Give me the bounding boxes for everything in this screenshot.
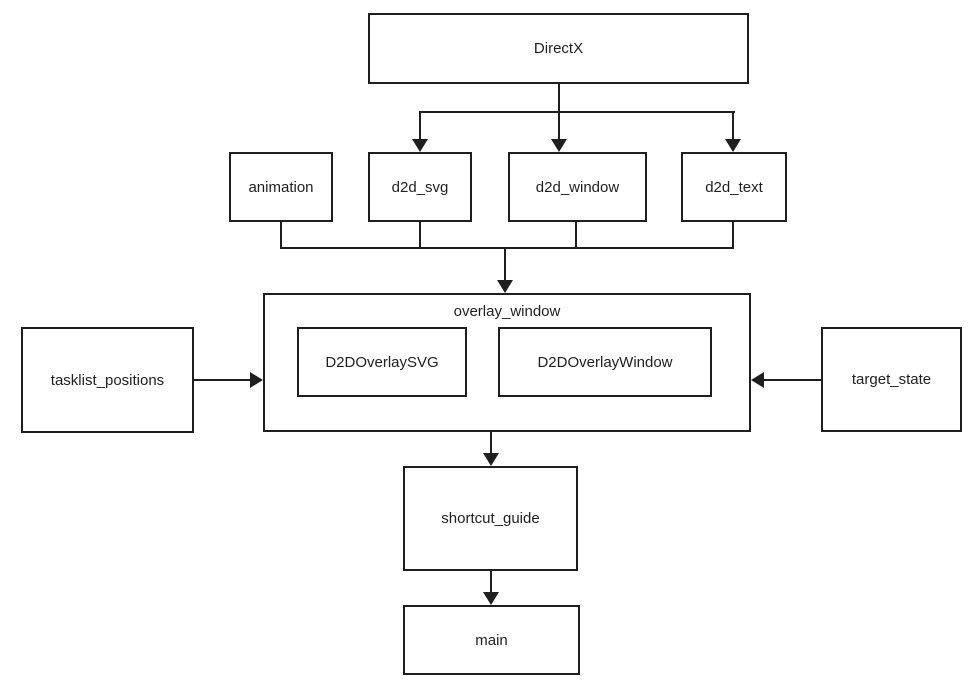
node-tasklist-positions-label: tasklist_positions <box>50 371 165 389</box>
node-d2d-window-label: d2d_window <box>535 178 620 196</box>
node-animation-label: animation <box>248 178 314 196</box>
node-tasklist-positions: tasklist_positions <box>21 327 194 433</box>
edge-directx-branch-line <box>419 111 735 113</box>
node-shortcut-guide: shortcut_guide <box>403 466 578 571</box>
arrowhead-to-main <box>483 592 499 605</box>
arrowhead-to-d2d-svg <box>412 139 428 152</box>
edge-d2dtext-drop-line <box>732 222 734 249</box>
edge-animation-drop-line <box>280 222 282 249</box>
node-d2d-overlay-window-label: D2DOverlayWindow <box>537 353 673 371</box>
arrowhead-to-shortcut-guide <box>483 453 499 466</box>
node-d2d-window: d2d_window <box>508 152 647 222</box>
edge-overlay-shortcut-line <box>490 432 492 454</box>
arrowhead-tasklist-to-overlay <box>250 372 263 388</box>
edge-d2dsvg-drop-line <box>419 222 421 249</box>
node-main: main <box>403 605 580 675</box>
node-d2d-svg: d2d_svg <box>368 152 472 222</box>
edge-target-overlay-line <box>763 379 821 381</box>
arrowhead-to-d2d-text <box>725 139 741 152</box>
edge-directx-drop-line <box>558 84 560 112</box>
node-target-state-label: target_state <box>851 371 932 388</box>
node-d2d-overlay-svg-label: D2DOverlaySVG <box>325 353 439 371</box>
arrowhead-to-d2d-window <box>551 139 567 152</box>
group-overlay-window: overlay_window D2DOverlaySVG D2DOverlayW… <box>263 293 751 432</box>
node-d2d-svg-label: d2d_svg <box>391 178 449 196</box>
group-overlay-window-label: overlay_window <box>453 303 561 320</box>
edge-bus-line <box>280 247 734 249</box>
node-target-state: target_state <box>821 327 962 432</box>
node-directx: DirectX <box>368 13 749 84</box>
edge-directx-d2dwindow-line <box>558 111 560 141</box>
node-d2d-overlay-window: D2DOverlayWindow <box>498 327 712 397</box>
node-d2d-overlay-svg: D2DOverlaySVG <box>297 327 467 397</box>
edge-directx-d2dsvg-line <box>419 111 421 141</box>
node-d2d-text-label: d2d_text <box>705 178 763 196</box>
node-directx-label: DirectX <box>533 40 584 57</box>
edge-bus-overlay-line <box>504 247 506 281</box>
edge-directx-d2dtext-line <box>732 111 734 141</box>
node-shortcut-guide-label: shortcut_guide <box>441 510 540 527</box>
edge-tasklist-overlay-line <box>194 379 252 381</box>
edge-shortcut-main-line <box>490 571 492 593</box>
arrowhead-target-to-overlay <box>751 372 764 388</box>
node-d2d-text: d2d_text <box>681 152 787 222</box>
edge-d2dwindow-drop-line <box>575 222 577 249</box>
node-animation: animation <box>229 152 333 222</box>
arrowhead-to-overlay-window <box>497 280 513 293</box>
node-main-label: main <box>475 631 508 649</box>
